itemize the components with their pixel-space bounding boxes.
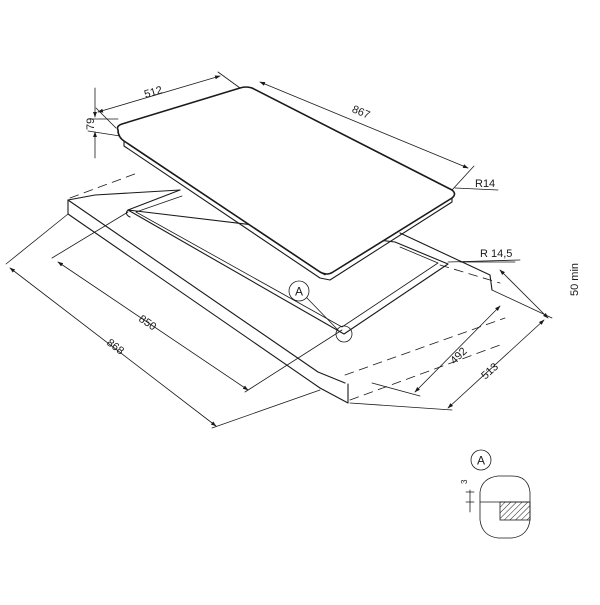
detail-a-bubble	[470, 449, 492, 471]
detail-a-letter: A	[477, 454, 485, 468]
detail-a-hatched-section	[499, 501, 531, 521]
callout-a-letter: A	[295, 285, 303, 299]
dim-line-50min	[499, 269, 549, 319]
ext-line-512-a	[95, 107, 117, 129]
detail-a-view: A 3	[460, 449, 531, 539]
dimension-labels: 512 867 79 R14 R 14,5 50 min 850 868 492…	[85, 84, 581, 382]
ext-line-850-a	[51, 211, 129, 259]
detail-a-small-label: 3	[460, 479, 469, 484]
label-867: 867	[350, 103, 372, 121]
ext-line-512-b	[217, 71, 241, 89]
dim-line-868	[9, 267, 217, 427]
worktop-slab-top	[67, 189, 181, 201]
cutout-outline-outer	[127, 189, 449, 335]
ext-line-513	[349, 402, 453, 411]
worktop-slab-front-top	[67, 199, 346, 384]
ext-line-868-b	[211, 389, 321, 429]
worktop-dashed-edge-left	[69, 171, 141, 199]
label-492: 492	[448, 345, 469, 366]
dimension-lines	[5, 71, 553, 429]
label-79: 79	[85, 118, 97, 130]
callout-a-detail-circle	[335, 325, 353, 343]
hob-bottom-edge	[123, 140, 453, 281]
label-50min: 50 min	[569, 263, 581, 296]
hob-body-lower	[139, 151, 326, 276]
label-r14: R14	[475, 178, 495, 190]
label-513: 513	[479, 361, 501, 382]
ext-line-850-b	[244, 329, 343, 393]
label-512: 512	[143, 84, 164, 101]
worktop-slab-front-face	[319, 383, 349, 404]
callout-a: A	[288, 280, 353, 343]
worktop-dashed-edge-front-2	[349, 344, 501, 401]
dim-line-512	[97, 75, 221, 113]
label-850: 850	[136, 313, 158, 333]
hob	[116, 86, 456, 281]
label-r145: R 14,5	[480, 248, 512, 260]
ext-line-868-a	[5, 213, 69, 265]
dim-line-513	[447, 319, 545, 409]
worktop-dashed-edge-right	[439, 264, 501, 284]
worktop-dashed-edge-front	[344, 317, 506, 376]
ext-line-492	[371, 382, 421, 397]
ext-line-513-b	[491, 289, 553, 319]
cutout-corner-front	[125, 209, 131, 218]
callout-a-leader	[306, 297, 339, 331]
callout-a-bubble	[288, 280, 310, 302]
dim-line-867	[259, 81, 469, 169]
worktop-slab-right	[399, 232, 493, 291]
ext-line-867	[451, 165, 475, 191]
leader-r14	[454, 187, 499, 191]
ext-line-79-b	[87, 130, 121, 137]
